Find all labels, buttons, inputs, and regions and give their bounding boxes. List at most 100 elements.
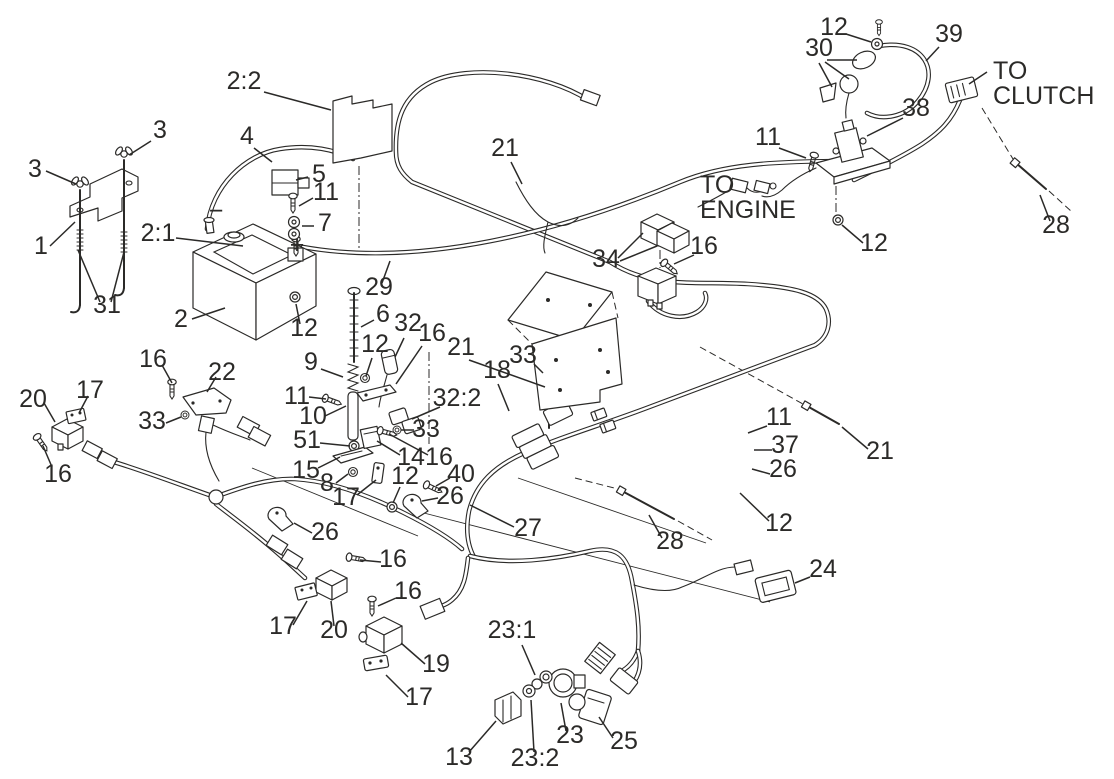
- callout-leader-33: [533, 363, 544, 374]
- callout-leader-39: [925, 46, 940, 62]
- callout-33: 33: [509, 341, 537, 369]
- callout-23:1: 23:1: [488, 616, 537, 644]
- callout-4: 4: [240, 122, 254, 150]
- callout-8: 8: [320, 469, 334, 497]
- callout-12: 12: [820, 13, 848, 41]
- cover-22-wire-a: [205, 431, 220, 482]
- fuse-holder-5: [271, 169, 310, 196]
- callout-leader-11: [778, 147, 807, 159]
- nut-33a: [180, 410, 190, 420]
- callout-leader-20: [43, 402, 56, 423]
- callout-leader-38: [866, 117, 904, 137]
- battery: [192, 216, 317, 341]
- wing-nut-3a: [69, 175, 91, 188]
- battery-hold-down-bracket-1: [69, 145, 139, 314]
- callout-leader-20: [330, 600, 335, 627]
- callout-ENGINE: ENGINE: [700, 196, 796, 224]
- callout-11: 11: [313, 178, 339, 206]
- switch-13: [494, 691, 522, 725]
- callout-20: 20: [19, 385, 47, 413]
- j-bolt-31b: [114, 159, 128, 297]
- callout-leader-15: [317, 456, 341, 469]
- callout-12: 12: [391, 462, 419, 490]
- callout-leader-2:2: [263, 91, 332, 111]
- callout-leader-11: [308, 396, 327, 400]
- connectors-left: [81, 440, 118, 470]
- callout-leader-12: [739, 492, 770, 522]
- solenoid-pigtail: [761, 167, 817, 198]
- callout-leader-3: [128, 140, 152, 156]
- nut-12c: [386, 501, 398, 513]
- terminal-boots-30: [819, 50, 876, 103]
- hourmeter-wire: [633, 566, 736, 592]
- callout-leader-11: [747, 425, 768, 434]
- callout-leader-12: [295, 303, 301, 325]
- callout-leader-17: [78, 395, 89, 414]
- callout-leader-23: [560, 702, 567, 732]
- callout-leader-2:1: [175, 237, 244, 247]
- callout-leader-28: [1039, 194, 1051, 222]
- battery-pos-terminal: [287, 235, 304, 262]
- callout-25: 25: [610, 727, 638, 755]
- main-harness-loop-inner: [394, 71, 830, 559]
- callout-34: 34: [592, 245, 620, 273]
- callout-32: 32: [394, 309, 422, 337]
- screw-top: [875, 19, 883, 37]
- callout-leader-TO: [968, 71, 988, 85]
- callout-16: 16: [418, 319, 446, 347]
- callout-28: 28: [656, 527, 684, 555]
- callout-leader-18: [497, 383, 510, 412]
- callout-leader-33: [165, 416, 182, 424]
- callout-16: 16: [44, 460, 72, 488]
- bracket-17d: [362, 654, 390, 672]
- spring-9: [346, 363, 360, 392]
- connector-stack: [511, 423, 560, 470]
- callout-10: 10: [299, 402, 327, 430]
- callout-32:2: 32:2: [433, 384, 482, 412]
- washer-7a: [287, 215, 301, 229]
- callout-31: 31: [93, 291, 121, 319]
- clip-17a: [65, 407, 87, 425]
- callout-leader-5: [295, 176, 309, 181]
- callout-leader-30: [818, 62, 833, 88]
- callout-leader-16: [395, 345, 423, 385]
- callout-leader-30: [824, 61, 850, 80]
- solenoid-wire-39-inner: [865, 43, 930, 119]
- callout-leader-29: [381, 260, 391, 284]
- callout-leader-17: [385, 674, 409, 698]
- callout-leader-19: [400, 642, 426, 665]
- connector-19: [419, 597, 446, 620]
- callout-29: 29: [365, 273, 393, 301]
- callout-11: 11: [284, 382, 310, 410]
- callout-16: 16: [139, 345, 167, 373]
- callout-CLUTCH: CLUTCH: [993, 82, 1094, 110]
- callout-leader-25: [598, 716, 614, 739]
- harness-branch-wire-21: [515, 181, 579, 254]
- callout-18: 18: [483, 356, 511, 384]
- callout-+: +: [290, 231, 305, 259]
- cable-clamp-26b: [267, 506, 294, 532]
- callout-leader-17: [356, 479, 377, 496]
- cover-plate-22: [182, 387, 272, 447]
- standoff-17c: [371, 462, 385, 484]
- callout-12: 12: [765, 509, 793, 537]
- callout-7: 7: [318, 209, 332, 237]
- fuse-32: [380, 348, 399, 375]
- relay-bundle-inner: [646, 291, 708, 318]
- callout-leader-21: [510, 161, 523, 185]
- callout-leader-21: [841, 426, 869, 450]
- hour-meter-connector-24: [754, 569, 797, 603]
- battery-negative-cable-inner: [205, 146, 355, 231]
- callout-33: 33: [138, 407, 166, 435]
- callout-5: 5: [312, 160, 326, 188]
- heat-shield-2-2: [332, 95, 393, 164]
- boot-wire: [845, 92, 850, 119]
- washer-23-1b: [531, 678, 543, 690]
- callout-33: 33: [412, 415, 440, 443]
- callout-27: 27: [514, 514, 542, 542]
- callout-leader-16: [359, 559, 382, 563]
- callout-3: 3: [153, 116, 167, 144]
- carriage-bolt-6: [347, 286, 361, 363]
- callout-23:2: 23:2: [511, 744, 560, 772]
